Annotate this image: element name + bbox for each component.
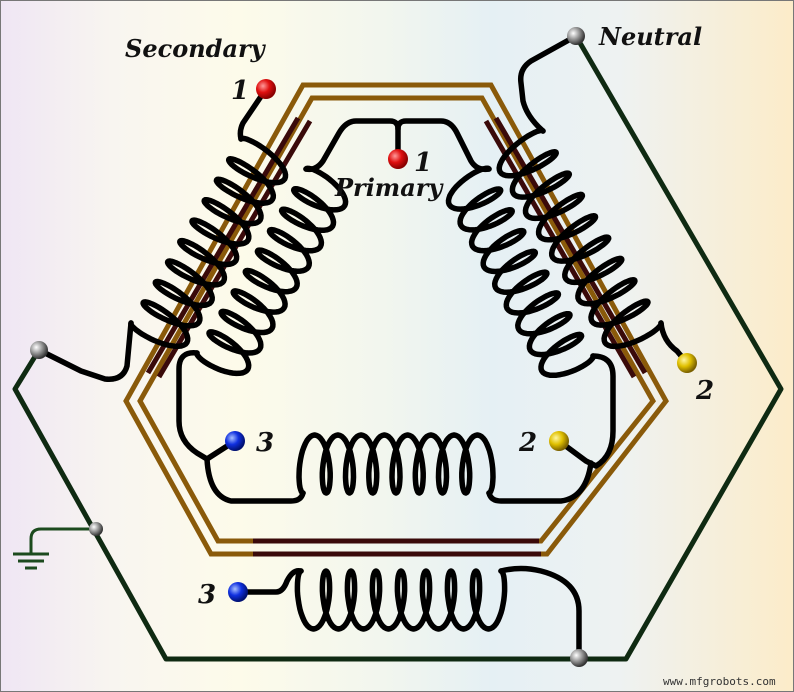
secondary-coil-bottom <box>294 568 508 632</box>
ground-node[interactable] <box>89 522 103 536</box>
secondary-coil-right <box>496 127 664 350</box>
secondary-2-label: 2 <box>695 376 714 406</box>
secondary-label: Secondary <box>125 34 267 63</box>
secondary-terminal-2[interactable] <box>677 353 697 373</box>
secondary-coil-left <box>128 135 289 350</box>
secondary-3-label: 3 <box>198 580 216 610</box>
secondary-terminal-1[interactable] <box>256 79 276 99</box>
neutral-node[interactable] <box>567 27 585 45</box>
primary-coil-bottom <box>296 432 496 496</box>
primary-terminal-1[interactable] <box>388 149 408 169</box>
winding-wires <box>36 33 690 661</box>
bottom-node[interactable] <box>570 649 588 667</box>
primary-terminal-3[interactable] <box>225 431 245 451</box>
left-node[interactable] <box>30 341 48 359</box>
primary-label: Primary <box>334 173 444 202</box>
primary-coil-right <box>445 165 596 379</box>
secondary-terminal-3[interactable] <box>228 582 248 602</box>
primary-terminal-2[interactable] <box>549 431 569 451</box>
primary-3-label: 3 <box>256 428 274 458</box>
neutral-ground-wire <box>12 34 784 662</box>
watermark: www.mfgrobots.com <box>663 675 776 688</box>
primary-1-label: 1 <box>414 148 432 178</box>
ground-icon <box>13 527 93 570</box>
primary-2-label: 2 <box>518 428 537 458</box>
neutral-label: Neutral <box>598 22 702 51</box>
transformer-core <box>123 82 669 557</box>
secondary-1-label: 1 <box>231 76 249 106</box>
primary-coil-left <box>194 165 349 377</box>
